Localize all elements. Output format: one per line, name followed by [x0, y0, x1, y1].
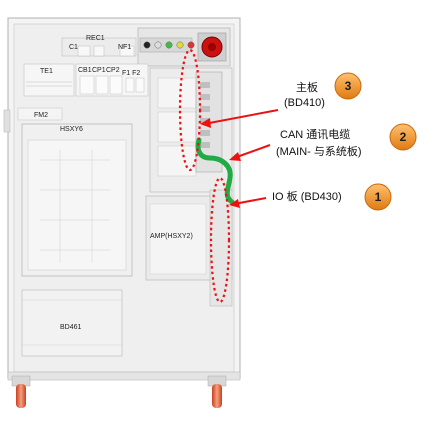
number-badge-2: [389, 123, 417, 151]
fm2-fan: [17, 107, 63, 121]
callout-2-subtitle: (MAIN- 与系统板): [276, 144, 362, 158]
label-cb1: CB1: [78, 67, 92, 74]
connector: [200, 106, 210, 112]
label-hsxy6: HSXY6: [60, 126, 83, 133]
knob-center: [208, 43, 216, 51]
number-badge-3: [334, 72, 362, 100]
amp-inner: [149, 203, 207, 275]
indicator-lamp-4: [176, 41, 184, 49]
arrow-head: [229, 152, 241, 161]
breaker-c1: [77, 45, 91, 57]
connector: [200, 94, 210, 100]
label-bd461: BD461: [60, 324, 82, 331]
can-cable: [195, 137, 235, 205]
rack-slot-2: [157, 111, 197, 143]
arrows: [200, 109, 279, 208]
indicator-lamp-2: [154, 41, 162, 49]
arrow-head: [229, 199, 240, 208]
callout-3-title: 主板: [296, 80, 318, 94]
label-amp: AMP(HSXY2): [150, 233, 193, 240]
label-rec1: REC1: [86, 35, 105, 42]
indicator-lamp-1: [143, 41, 151, 49]
badge-1-number: 1: [375, 190, 382, 204]
callout-main-board: 主板 (BD410) 3: [284, 72, 362, 109]
side-handle: [3, 109, 11, 133]
breaker-cp1: [95, 75, 109, 95]
badge-3-number: 3: [345, 79, 352, 93]
breaker-cb1: [79, 75, 95, 95]
caster-wheel-right: [212, 384, 222, 408]
label-c1: C1: [69, 44, 78, 51]
te1-block: [23, 63, 75, 97]
number-badge-1: [364, 183, 392, 211]
label-cp1: CP1: [92, 67, 106, 74]
breaker-rec1: [93, 45, 105, 57]
connector: [200, 142, 210, 148]
fuse-f2: [135, 77, 145, 93]
label-nf1: NF1: [118, 44, 131, 51]
arrow-io-board: [233, 197, 267, 205]
badge-2-number: 2: [400, 130, 407, 144]
fuse-f1: [125, 77, 135, 93]
cabinet-base: [7, 371, 241, 381]
callout-can-cable: CAN 通讯电缆 (MAIN- 与系统板) 2: [276, 123, 417, 158]
label-cp2: CP2: [106, 67, 120, 74]
connector: [200, 130, 210, 136]
caster-wheel-left: [16, 384, 26, 408]
arrow-head: [200, 118, 211, 128]
connector: [200, 82, 210, 88]
hsxy6-inner: [27, 139, 127, 271]
label-fm2: FM2: [34, 112, 48, 119]
marker-main-board: [178, 48, 202, 172]
callout-3-subtitle: (BD410): [284, 97, 325, 109]
callout-2-title: CAN 通讯电缆: [280, 128, 350, 141]
rack-slot-3: [157, 145, 197, 177]
arrow-can-cable: [233, 144, 271, 159]
label-f1-f2: F1 F2: [122, 70, 140, 77]
indicator-lamp-5: [187, 41, 195, 49]
rack-slot-1: [157, 77, 197, 109]
breaker-cp2: [109, 75, 123, 95]
callout-io-board: IO 板 (BD430) 1: [272, 183, 392, 211]
indicator-lamp-3: [165, 41, 173, 49]
arrow-main-board: [203, 109, 279, 125]
callout-1-title: IO 板 (BD430): [272, 189, 342, 203]
marker-io-board: [209, 176, 231, 304]
cabinet: REC1 C1 NF1 TE1 CB1 CP1 CP2 F1 F2 FM2 HS…: [3, 17, 241, 408]
io-board-bd430: [209, 189, 233, 307]
label-te1: TE1: [40, 68, 53, 75]
breaker-nf1: [119, 45, 135, 57]
